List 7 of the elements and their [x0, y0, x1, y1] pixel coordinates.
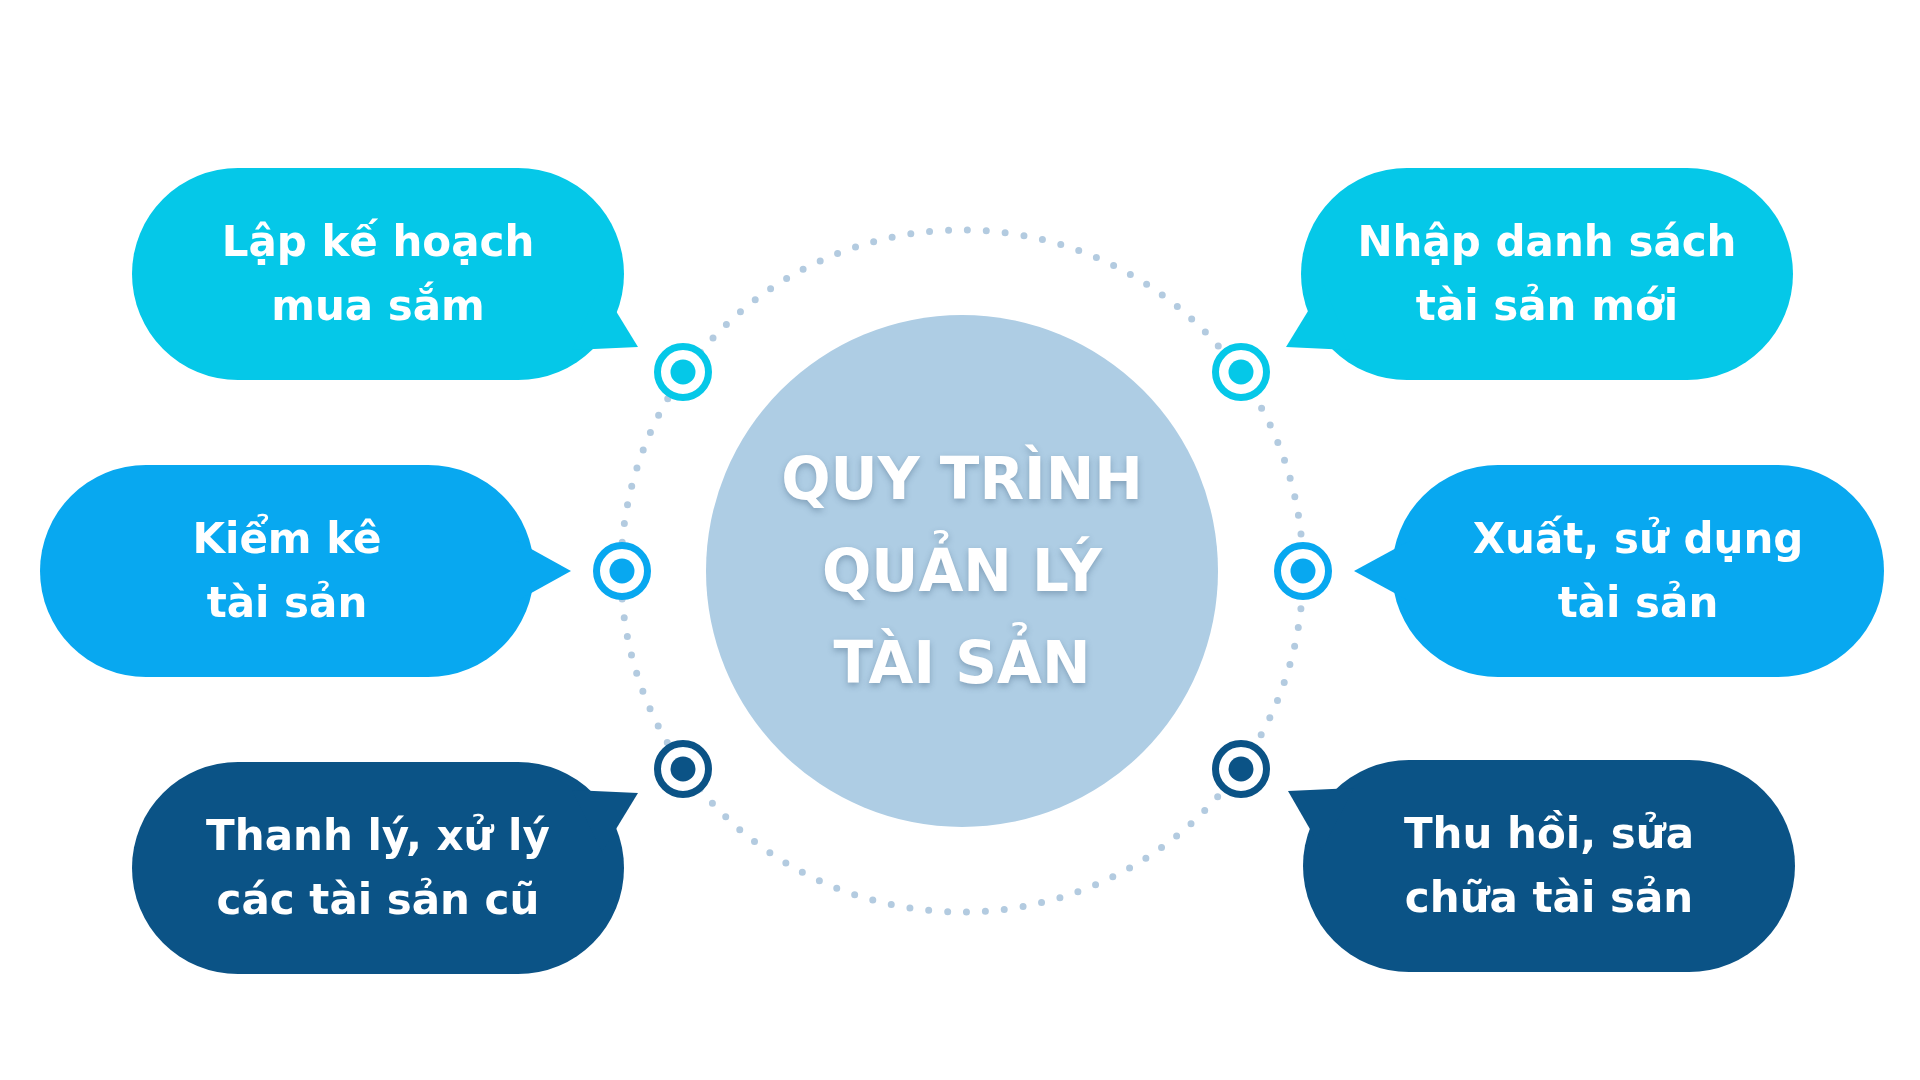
step-label: Nhập danh sách tài sản mới — [1356, 216, 1738, 332]
step-label: Xuất, sử dụng tài sản — [1471, 513, 1805, 629]
step-label: Thanh lý, xử lý các tài sản cũ — [205, 810, 551, 926]
center-title: QUY TRÌNH QUẢN LÝ TÀI SẢN — [780, 443, 1144, 699]
step-label: Lập kế hoạch mua sắm — [220, 216, 536, 332]
step-label: Thu hồi, sửa chữa tài sản — [1402, 808, 1695, 924]
step-label: Kiểm kê tài sản — [191, 512, 383, 629]
